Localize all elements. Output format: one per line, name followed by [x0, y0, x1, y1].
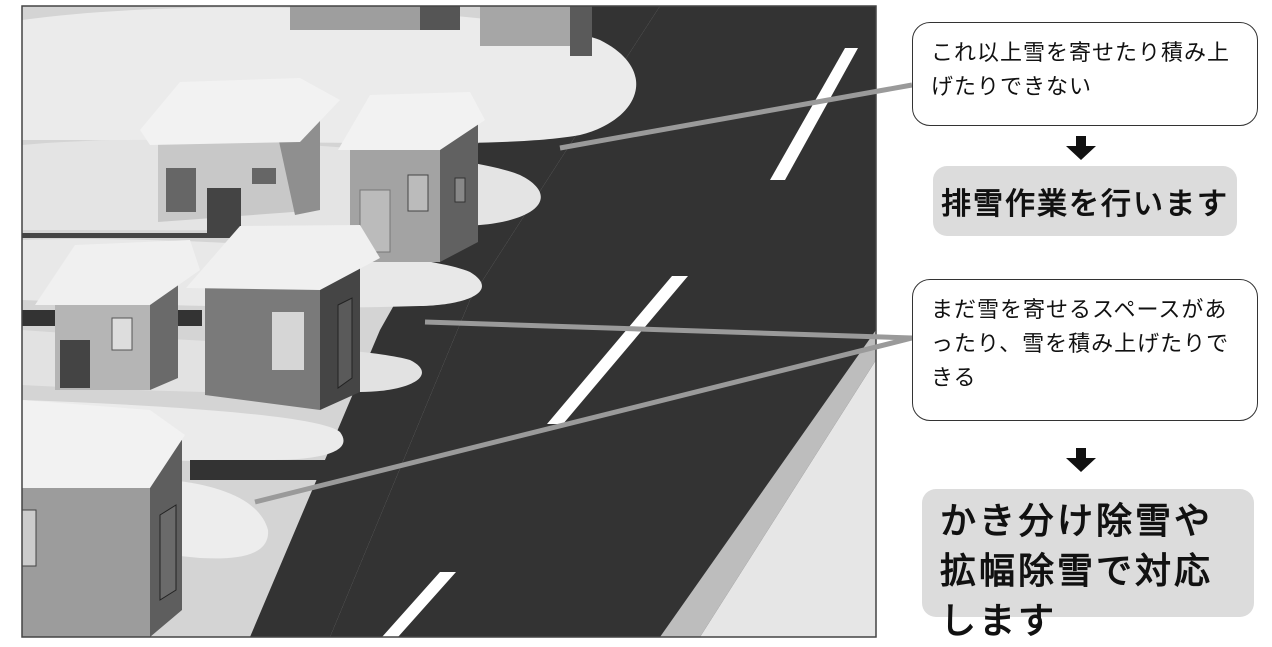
result-plowing-widening: かき分け除雪や拡幅除雪で対応します	[922, 489, 1254, 617]
result-snow-removal-text: 排雪作業を行います	[941, 179, 1229, 223]
callout-space-available-text: まだ雪を寄せるスペースがあったり、雪を積み上げたりできる	[931, 298, 1229, 391]
leader-line-middle-b	[255, 338, 912, 502]
down-arrow-icon	[1066, 136, 1096, 160]
callout-space-available: まだ雪を寄せるスペースがあったり、雪を積み上げたりできる	[912, 279, 1258, 421]
leader-line-middle-a	[425, 322, 912, 338]
result-snow-removal: 排雪作業を行います	[933, 166, 1237, 236]
callout-no-space: これ以上雪を寄せたり積み上げたりできない	[912, 22, 1258, 126]
callout-no-space-text: これ以上雪を寄せたり積み上げたりできない	[931, 41, 1230, 100]
leader-line-top	[560, 85, 912, 148]
down-arrow-icon	[1066, 448, 1096, 472]
